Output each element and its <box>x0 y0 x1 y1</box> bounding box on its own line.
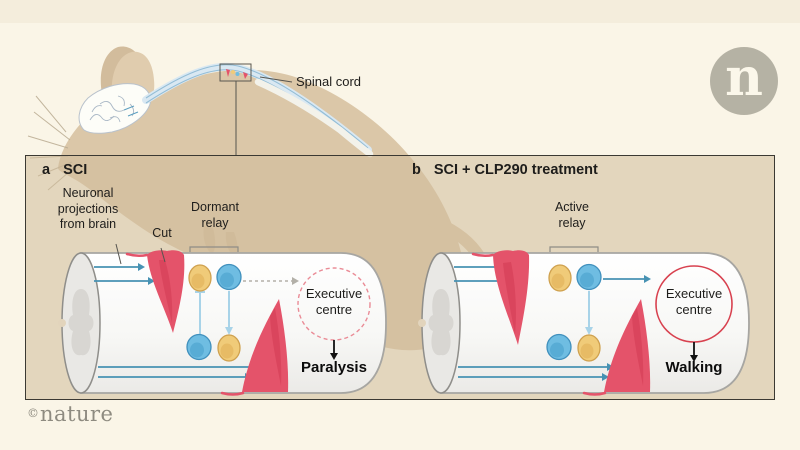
mouse-ear-front <box>111 51 155 101</box>
mouse-brain <box>78 83 151 134</box>
brain-projection-arrows-a <box>94 263 257 381</box>
projections-label: Neuronal projections from brain <box>57 186 119 231</box>
outcome-arrow-b <box>690 342 698 362</box>
relay-neurons-b <box>546 263 602 362</box>
lesion-cuts-b <box>471 250 651 396</box>
nature-credit: ©nature <box>27 402 113 426</box>
active-relay-label: Active relay <box>554 200 590 230</box>
active-signal-arrow <box>603 275 651 283</box>
diagram-sci <box>58 243 387 396</box>
top-band <box>0 0 800 23</box>
panel-b-header: b SCI + CLP290 treatment <box>412 162 598 178</box>
panel-b-tag: b <box>412 162 421 178</box>
relay-bracket-a <box>189 246 239 252</box>
inset-box <box>219 63 252 82</box>
cut-label: Cut <box>152 226 172 240</box>
panel-a-header: a SCI <box>42 162 87 178</box>
outcome-label-paralysis: Paralysis <box>301 359 367 376</box>
gray-matter-a <box>68 289 94 356</box>
relay-connectors-b <box>585 291 593 335</box>
cap-notch-b <box>418 319 426 327</box>
spinal-cord-diagrams <box>58 243 750 396</box>
gray-matter-b <box>428 289 454 356</box>
panel-b-title: SCI + CLP290 treatment <box>433 162 598 178</box>
spinal-cord-pointer-line <box>259 76 293 83</box>
panel-a-title: SCI <box>63 162 88 178</box>
projections-pointer <box>115 243 122 265</box>
figure-panel: a SCI b SCI + CLP290 treatment Neuronal … <box>25 155 775 400</box>
panel-a-tag: a <box>42 162 51 178</box>
spinal-cord-label: Spinal cord <box>296 74 362 89</box>
nature-logo-letter: n <box>725 47 763 108</box>
outcome-arrow-a <box>330 340 338 360</box>
copyright-symbol: © <box>27 406 39 420</box>
executive-centre-label-b: Executive centre <box>665 286 723 317</box>
executive-centre-label-a: Executive centre <box>305 286 363 317</box>
nature-wordmark: nature <box>40 402 114 426</box>
nature-logo: n <box>710 47 778 115</box>
mouse-ear-back <box>100 46 149 97</box>
lesion-cuts-a <box>125 250 289 396</box>
dormant-relay-label: Dormant relay <box>191 200 239 230</box>
brain-gyri <box>89 95 135 123</box>
relay-connectors-a <box>195 291 233 335</box>
diagram-sci-clp290 <box>418 246 750 396</box>
dormant-signal-arrow <box>243 277 299 285</box>
outcome-label-walking: Walking <box>665 359 723 376</box>
relay-bracket-b <box>549 246 599 252</box>
cut-pointer <box>160 247 166 263</box>
cap-notch-a <box>58 319 66 327</box>
relay-neurons-a <box>186 263 242 362</box>
